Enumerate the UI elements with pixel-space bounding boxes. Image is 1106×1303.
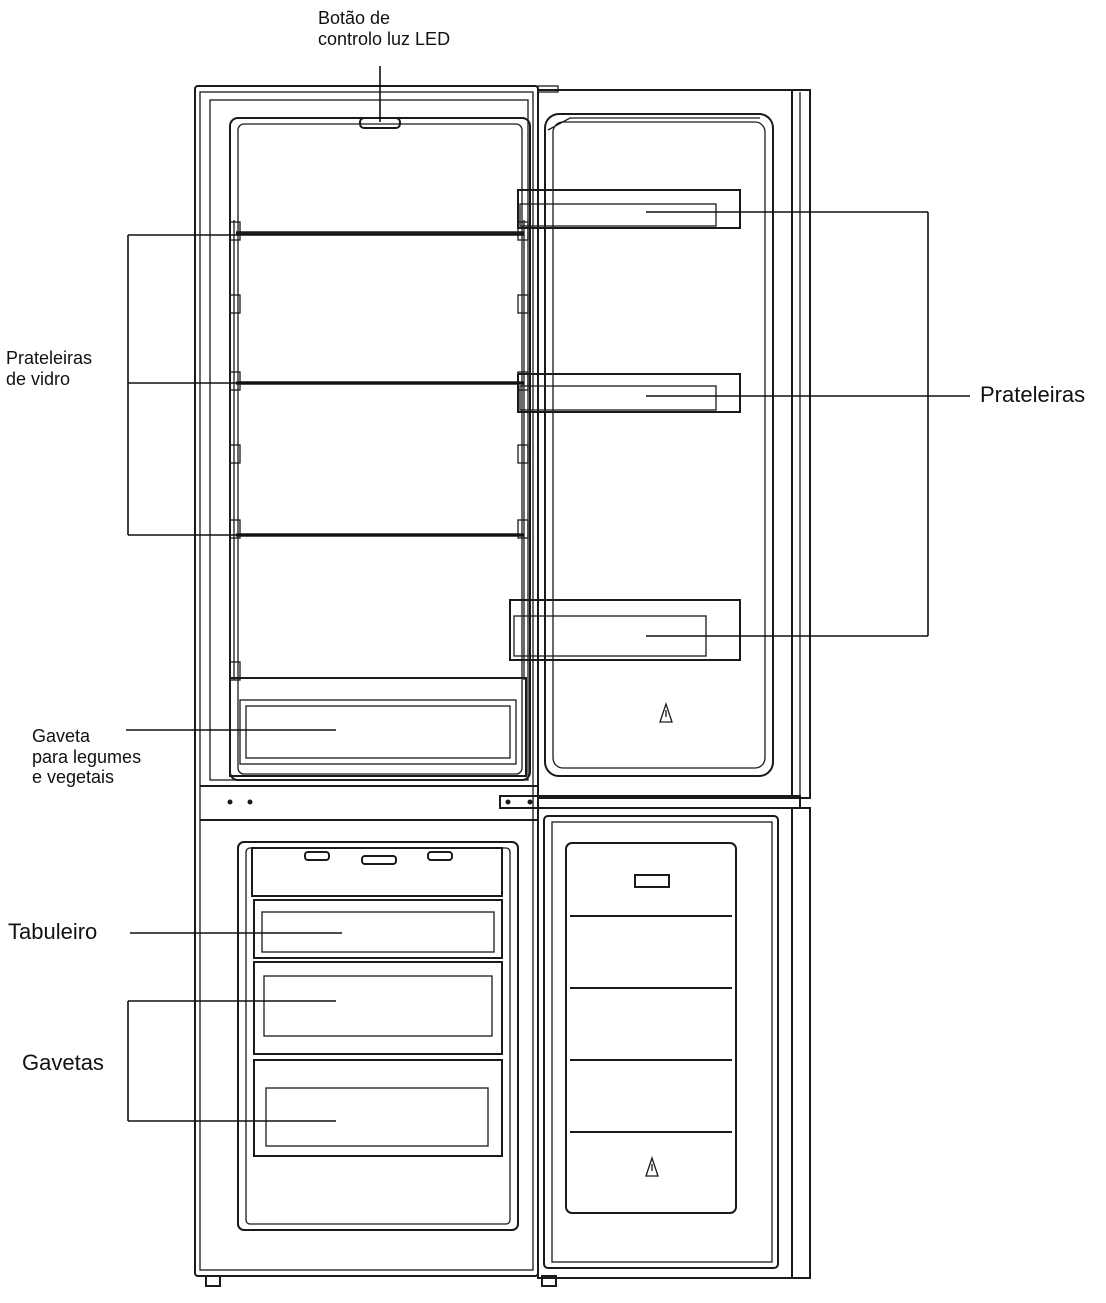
crisper-drawer-label-line-2: para legumes [32,746,142,767]
shelf-brackets [229,221,529,681]
fridge-door [499,85,811,809]
warning-icon [659,701,673,723]
door-shelf-2 [517,373,741,413]
crisper-drawer-label: Gaveta para legumes e vegetais [32,726,141,788]
crisper-drawer-shape [229,677,527,777]
leader-lines [126,66,970,1122]
freezer-warning-icon [645,1155,659,1177]
crisper-drawer-label-line-3: e vegetais [32,767,115,788]
freezer-drawer-1 [253,961,503,1055]
door-shelves-label: Prateleiras [980,382,1086,407]
cabinet [194,85,557,1287]
led-button-label-line-2: controlo luz LED [318,28,451,49]
crisper-drawer-label-line-1: Gaveta [32,726,91,746]
freezer-label-plate [634,874,670,888]
glass-shelves-label: Prateleiras de vidro [6,348,92,389]
glass-shelves-label-line-1: Prateleiras [6,348,93,368]
tray-shape [253,899,503,959]
tray-label: Tabuleiro [8,919,98,944]
drawers-label: Gavetas [22,1050,104,1075]
freezer-door [537,807,811,1279]
glass-shelves-label-line-2: de vidro [6,368,71,389]
door-shelf-1 [517,189,741,229]
led-button-label-line-1: Botão de [318,8,391,28]
led-button-label: Botão de controlo luz LED [318,8,450,49]
freezer-drawer-2 [253,1059,503,1157]
